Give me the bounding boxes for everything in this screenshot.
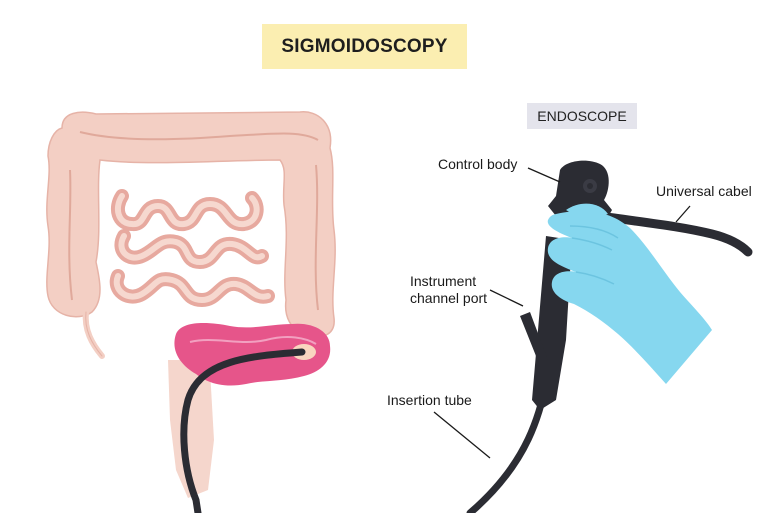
label-insertion-tube: Insertion tube: [387, 392, 472, 408]
leader-universal-cable: [675, 205, 691, 223]
label-instrument-channel-line1: Instrument: [410, 273, 477, 289]
leader-instrument-channel: [489, 289, 524, 307]
leader-lines: [433, 167, 691, 459]
instrument-channel-port: [520, 312, 548, 366]
glove-palm: [547, 210, 712, 384]
leader-control-body: [527, 167, 561, 183]
large-intestine: [46, 111, 336, 338]
haustra-left: [68, 169, 73, 301]
insertion-tube: [180, 326, 556, 513]
haustra-right: [314, 164, 319, 311]
gloved-hand-illustration: [547, 203, 712, 384]
haustra-top: [79, 131, 319, 141]
endoscope-tag-text: ENDOSCOPE: [537, 108, 627, 124]
diagram-title: SIGMOIDOSCOPY: [262, 24, 467, 69]
label-control-body: Control body: [438, 156, 518, 172]
label-instrument-channel-line2: channel port: [410, 290, 488, 306]
leader-insertion-tube: [433, 411, 491, 459]
endoscope-tag: ENDOSCOPE: [527, 103, 637, 129]
rectum: [168, 360, 214, 498]
appendix: [82, 309, 105, 359]
universal-cable: [595, 211, 753, 257]
label-instrument-channel: Instrument channel port: [410, 273, 487, 307]
title-text: SIGMOIDOSCOPY: [281, 35, 448, 57]
label-universal-cable: Universal cabel: [656, 183, 752, 199]
colon-illustration: [46, 111, 336, 498]
